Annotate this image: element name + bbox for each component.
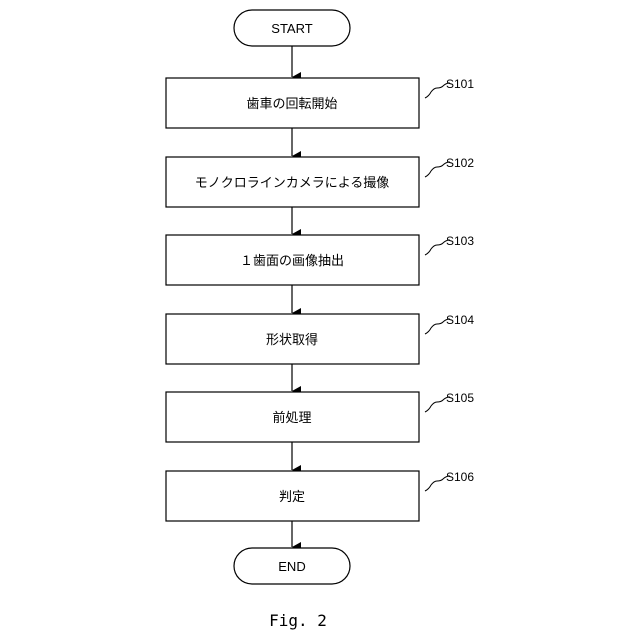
end-terminal: END xyxy=(234,548,350,584)
process-step: １歯面の画像抽出 S103 xyxy=(166,234,474,285)
step-id-label: S106 xyxy=(446,470,474,484)
process-step: モノクロラインカメラによる撮像 S102 xyxy=(166,156,474,207)
process-label: 判定 xyxy=(279,490,305,505)
step-id-label: S104 xyxy=(446,313,474,327)
step-id-label: S105 xyxy=(446,391,474,405)
start-terminal: START xyxy=(234,10,350,46)
process-step: 歯車の回転開始 S101 xyxy=(166,77,474,128)
end-label: END xyxy=(278,559,305,574)
step-id-label: S102 xyxy=(446,156,474,170)
process-label: １歯面の画像抽出 xyxy=(240,254,344,269)
step-id-label: S103 xyxy=(446,234,474,248)
process-label: 歯車の回転開始 xyxy=(246,97,337,112)
step-id-label: S101 xyxy=(446,77,474,91)
process-label: モノクロラインカメラによる撮像 xyxy=(195,175,390,191)
process-step: 形状取得 S104 xyxy=(166,313,474,364)
process-step: 判定 S106 xyxy=(166,470,474,521)
figure-caption: Fig. 2 xyxy=(269,611,327,630)
process-step: 前処理 S105 xyxy=(166,391,474,442)
process-label: 前処理 xyxy=(272,410,311,426)
process-label: 形状取得 xyxy=(266,332,318,348)
process-steps: 歯車の回転開始 S101 モノクロラインカメラによる撮像 S102 １歯面の画像抽出 S1… xyxy=(166,46,474,547)
start-label: START xyxy=(271,21,312,36)
